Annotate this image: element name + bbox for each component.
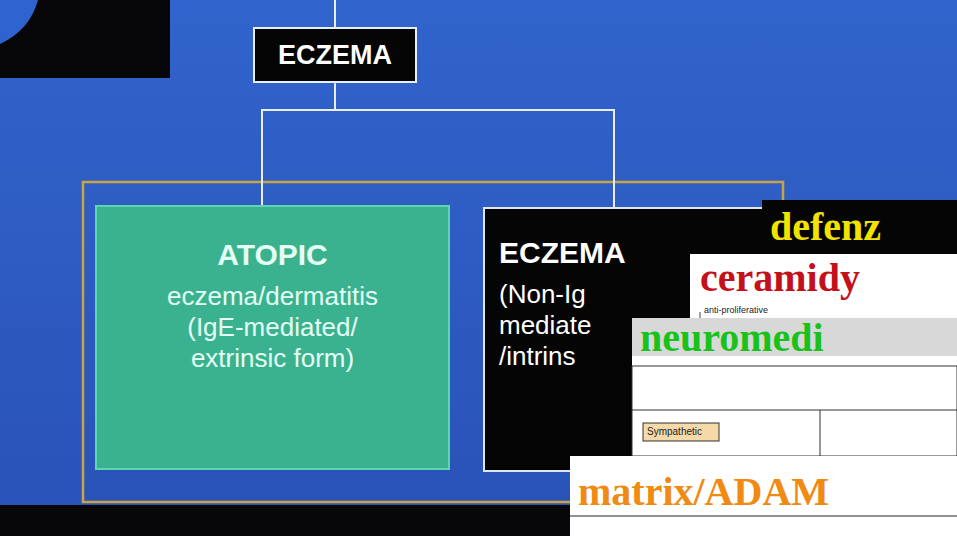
table-outline xyxy=(632,366,957,456)
atopic-box: ATOPIC eczema/dermatitis (IgE-mediated/ e… xyxy=(95,205,450,470)
card-rule xyxy=(570,516,957,517)
tree-connector xyxy=(335,83,614,207)
box-body: eczema/dermatitis (IgE-mediated/ extrins… xyxy=(160,281,385,375)
root-box: ECZEMA xyxy=(253,27,417,83)
overlay-word: ceramidy xyxy=(700,256,860,300)
dark-card xyxy=(762,200,957,256)
tree-connector xyxy=(262,83,335,205)
figure-text: anti-proliferative xyxy=(704,306,768,316)
box-body: (Non-Ig mediate /intrins xyxy=(499,279,614,373)
overlay-word: matrix/ADAM xyxy=(578,470,829,514)
white-card xyxy=(570,456,957,536)
dark-corner xyxy=(0,0,170,78)
overlay-word: neuromedi xyxy=(640,316,824,360)
table-rule xyxy=(632,410,957,411)
box-heading: ECZEMA xyxy=(263,39,407,71)
corner-blob xyxy=(0,0,38,44)
white-card xyxy=(690,254,957,322)
small-box xyxy=(643,423,719,441)
overlay-word: defenz xyxy=(770,205,881,249)
stem-line xyxy=(334,0,336,27)
table-rule xyxy=(820,410,821,456)
box-heading: ATOPIC xyxy=(111,237,434,273)
dark-floor xyxy=(0,505,575,536)
figure-text: Sympathetic xyxy=(647,426,702,437)
